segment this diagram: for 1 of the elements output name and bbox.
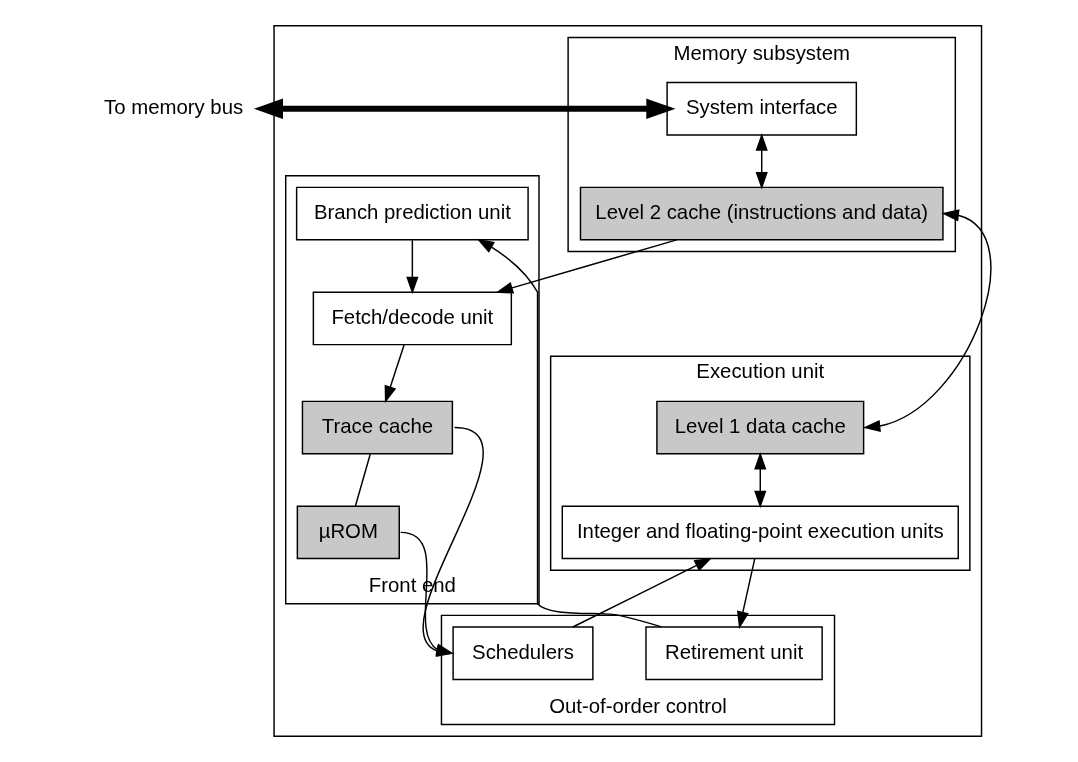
- node-text: To memory bus: [104, 96, 244, 119]
